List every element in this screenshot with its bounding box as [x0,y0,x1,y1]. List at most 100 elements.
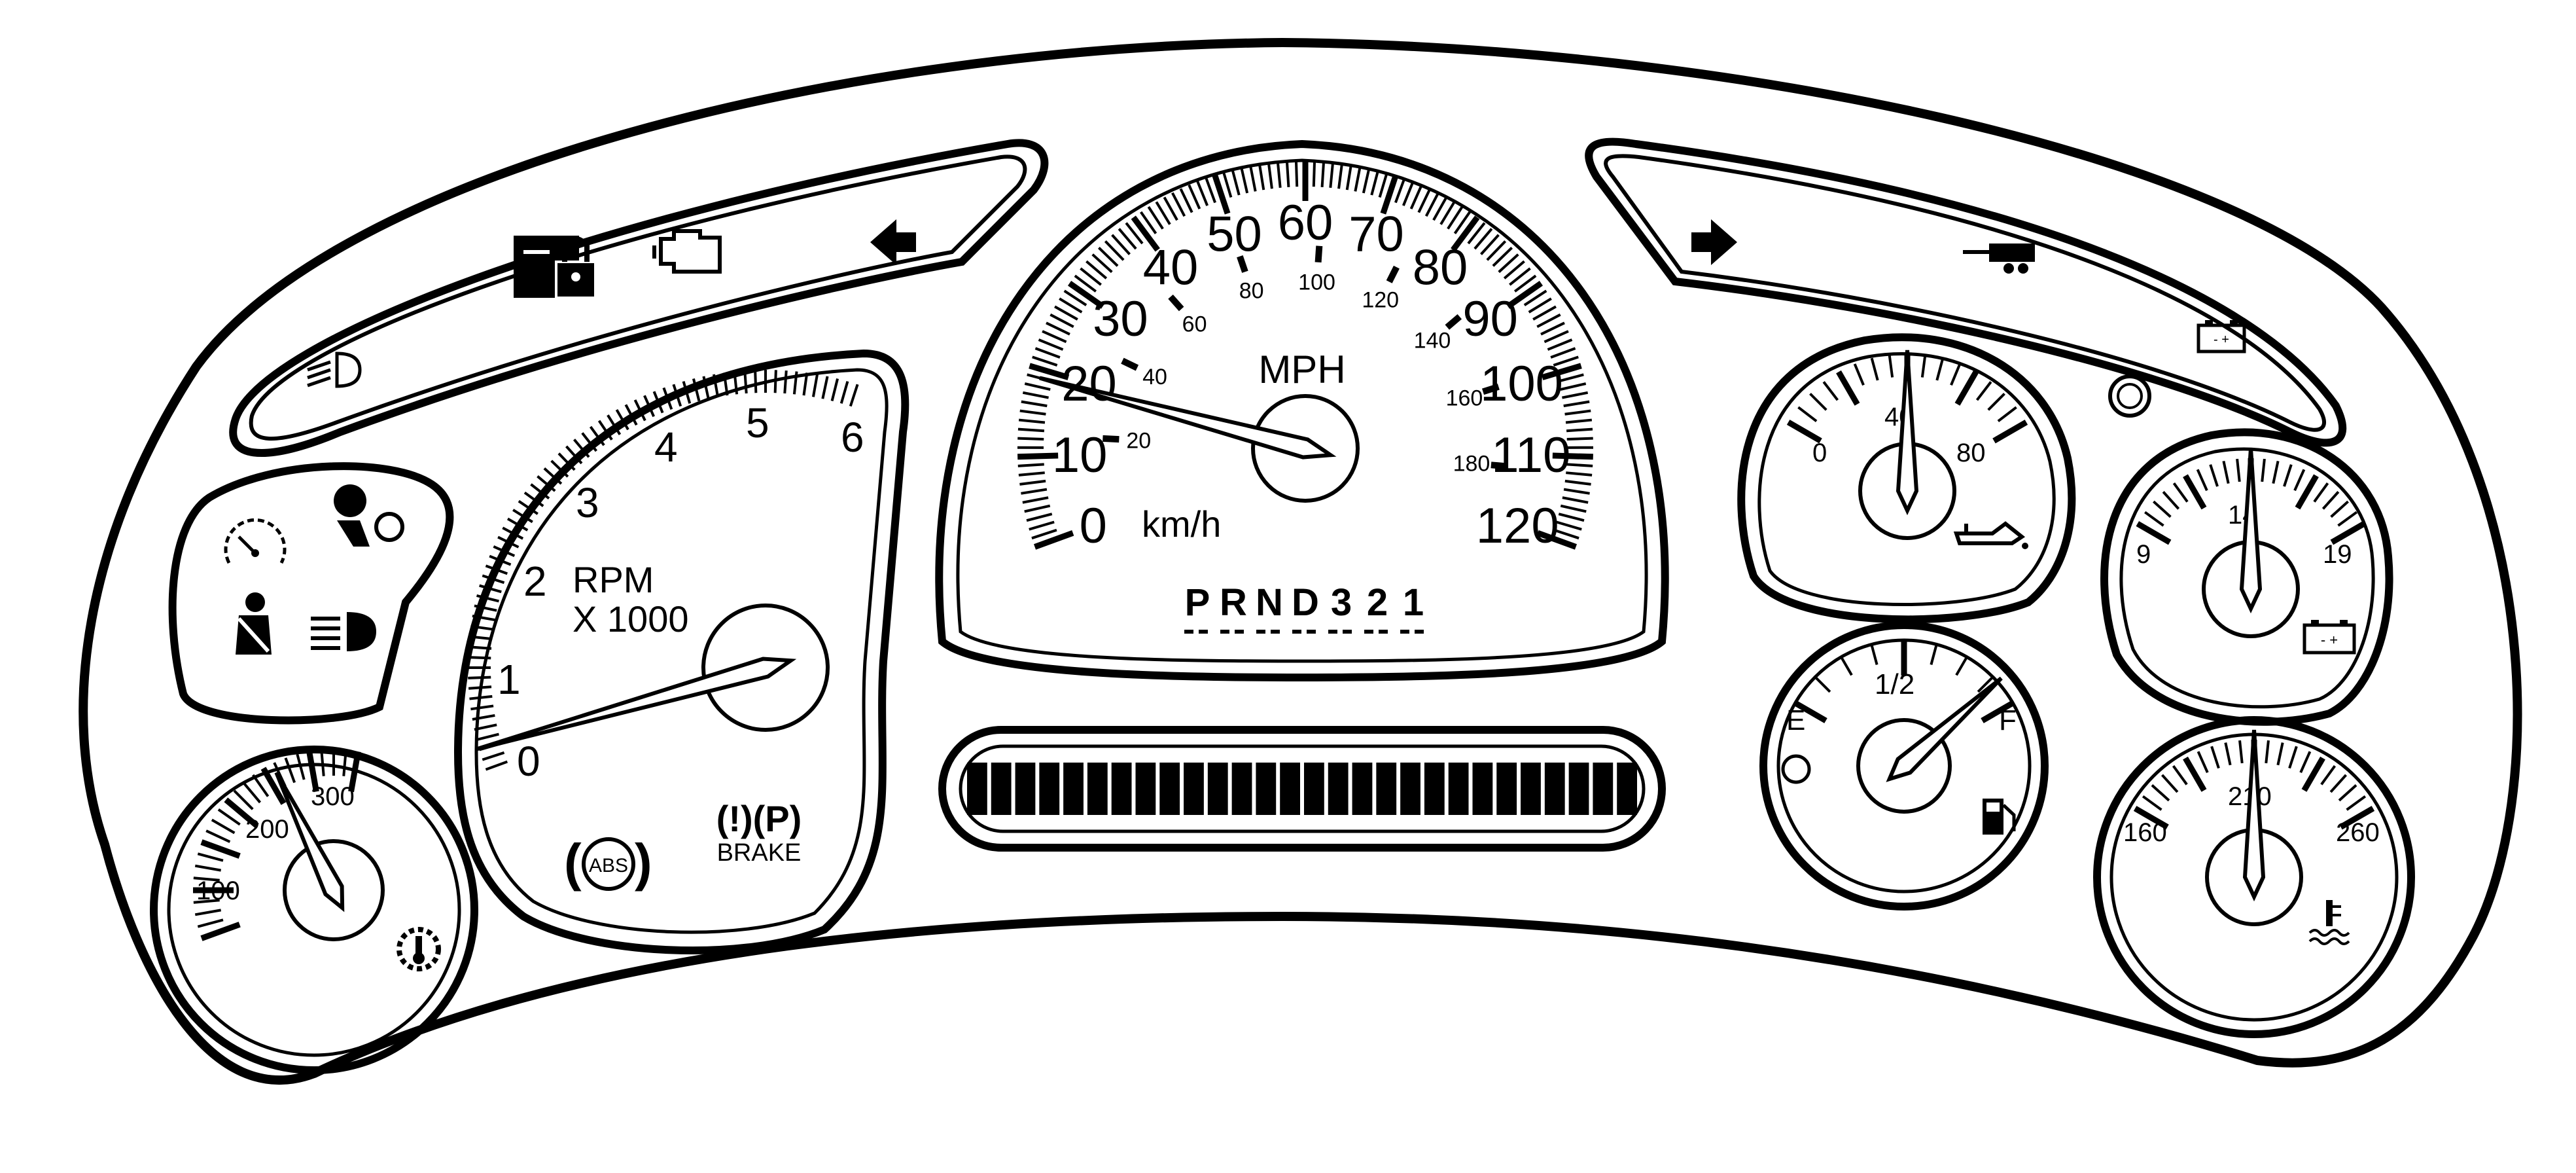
oil-pressure-tick [1950,363,1962,386]
speedometer-tick [1111,234,1131,255]
tachometer-tick [615,408,629,431]
speedometer-tick [1021,488,1048,495]
speedometer-tick [1059,297,1083,314]
tachometer-tick [743,370,748,394]
tachometer-tick [662,387,673,410]
tachometer-tick [821,376,829,399]
tachometer-tick [702,376,710,399]
cruise-control-icon [224,518,287,564]
voltmeter-tick [2153,500,2172,518]
tachometer-tick [474,723,497,731]
coolant-tick [2238,740,2244,764]
tachometer-tick [581,432,597,452]
odometer-segment [1568,763,1589,815]
speedometer-tick [1378,171,1388,198]
tachometer-tick [506,517,529,532]
voltmeter-tick [2209,464,2219,487]
speedometer-tick [1370,169,1380,196]
tach-label-1: 1 [497,656,521,703]
headlamp-icon [311,612,376,651]
speedometer-tick [1034,347,1061,359]
tachometer-tick [470,704,494,711]
speedometer-tick [1409,184,1423,209]
tachometer-tick [849,384,859,407]
odometer-segment [1135,763,1156,815]
abs-warning-icon: ( ABS ) [564,833,652,892]
speedometer-tick [1509,267,1531,286]
gear-2: 2 [1367,581,1388,624]
coolant-tick [2276,742,2284,766]
kmh-label: 40 [1142,365,1167,389]
voltmeter-tick [2261,458,2266,482]
coolant-tick [2224,742,2232,766]
tachometer-tick [754,370,758,393]
trans-temp-tick [197,918,224,928]
speedometer-tick [1171,192,1186,217]
voltmeter-tick [2330,500,2349,518]
coolant-needle [2242,729,2266,902]
mph-label: 30 [1093,291,1148,347]
speedometer-tick [1329,161,1335,189]
odometer-segment [1015,763,1036,815]
speedometer-tick [1029,520,1055,531]
kmh-tick [1121,357,1139,371]
speedometer-tick [1562,391,1589,399]
speed-unit-kmh: km/h [1142,503,1221,545]
speedometer-tick [1222,171,1233,198]
speedometer-tick [1179,188,1193,213]
speedometer-tick [1528,297,1552,314]
tachometer-tick [470,624,494,631]
odometer-segment [1280,763,1300,815]
seatbelt-icon [236,592,272,655]
cluster-housing [79,37,2522,1085]
kmh-label: 100 [1298,270,1335,295]
voltmeter-tick [2183,474,2207,510]
fuel-label-empty: E [1786,704,1805,736]
voltmeter-tick [2321,491,2340,510]
tachometer-tick [624,404,638,426]
trans-temp-tick [320,749,325,776]
speedometer-tick [1249,165,1257,192]
speedometer-tick [1560,382,1587,391]
speedometer-tick [1536,530,1578,550]
trans-temp-tick [211,818,236,835]
tachometer-tick [830,378,839,401]
tachometer-tick [672,384,682,407]
fuel-label-full: F [1999,704,2017,736]
tachometer-tick [468,685,492,690]
kmh-tick [1314,245,1323,263]
speedometer-tick [1362,167,1371,194]
tachometer-tick [565,445,583,465]
speedometer-tick [1566,427,1593,433]
oil-pressure-tick [1935,357,1945,381]
battery-symbols: - + [2321,632,2338,648]
speedometer-tick [1417,188,1432,213]
speedometer-tick [1258,164,1265,190]
speedometer-bezel [935,139,1669,682]
trans-temp-label-300: 300 [311,782,355,811]
abs-text: ABS [589,855,628,876]
volt-label-9: 9 [2136,540,2151,569]
coolant-tick [2338,784,2357,802]
tachometer-tick [485,760,508,771]
tachometer-tick [489,554,512,566]
oil-pressure-tick [1975,381,1992,401]
speedometer-tick [1513,274,1537,293]
odometer-segment [1521,763,1541,815]
speedometer-tick [1424,192,1439,217]
speedometer-tick [1294,160,1299,187]
tachometer-tick [713,374,720,397]
speedometer-tick [1565,418,1593,424]
coolant-tick [2151,784,2170,802]
voltmeter-tick [2144,511,2164,527]
tachometer-tick [550,460,569,478]
coolant-tick [2329,774,2348,793]
mph-label: 100 [1480,356,1563,412]
odometer-segment [991,763,1012,815]
speedometer-tick [1131,215,1160,252]
odometer-display [938,726,1666,852]
trans-temp-tick [233,789,254,810]
odometer-segment [1159,763,1180,815]
coolant-label-160: 160 [2123,818,2167,847]
